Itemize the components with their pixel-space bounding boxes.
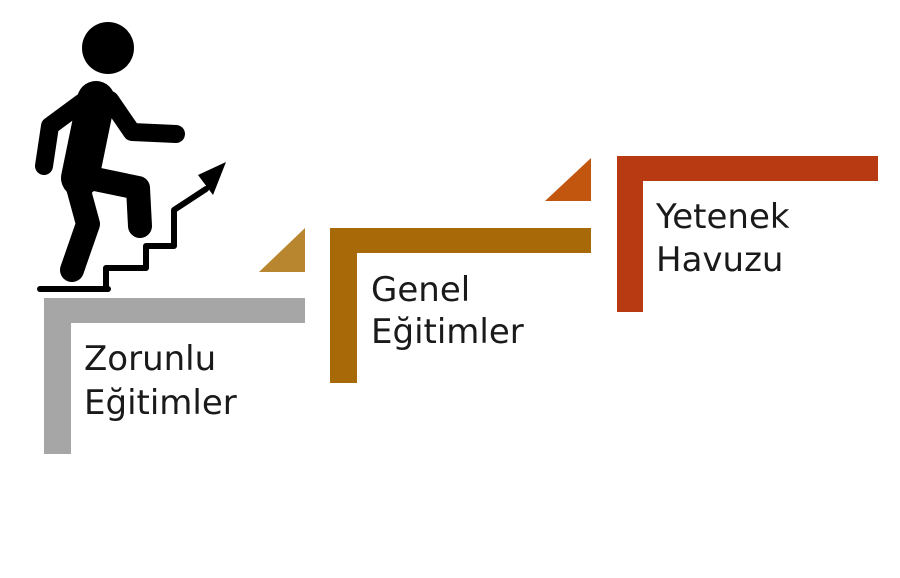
- person-climbing-stairs-icon: [35, 22, 226, 292]
- step-1-label: Zorunlu Eğitimler: [84, 339, 237, 423]
- step-1: Zorunlu Eğitimler: [44, 298, 305, 454]
- step-3-shape: [617, 156, 878, 312]
- step-2: Genel Eğitimler: [330, 228, 591, 383]
- step-1-label-line2: Eğitimler: [84, 383, 237, 423]
- step-3-label-line1: Yetenek: [655, 197, 790, 237]
- triangle-connector-1: [259, 228, 305, 272]
- step-2-label: Genel Eğitimler: [371, 270, 524, 352]
- stairs-arrow-icon: [198, 162, 226, 195]
- step-1-label-line1: Zorunlu: [84, 339, 216, 379]
- step-3-label-line2: Havuzu: [656, 240, 783, 280]
- step-2-label-line2: Eğitimler: [371, 312, 524, 352]
- step-2-shape: [330, 228, 591, 383]
- triangle-connector-2: [545, 158, 591, 201]
- step-3-label: Yetenek Havuzu: [655, 197, 800, 280]
- step-3: Yetenek Havuzu: [617, 156, 878, 312]
- step-2-label-line1: Genel: [371, 270, 470, 310]
- step-1-shape: [44, 298, 305, 454]
